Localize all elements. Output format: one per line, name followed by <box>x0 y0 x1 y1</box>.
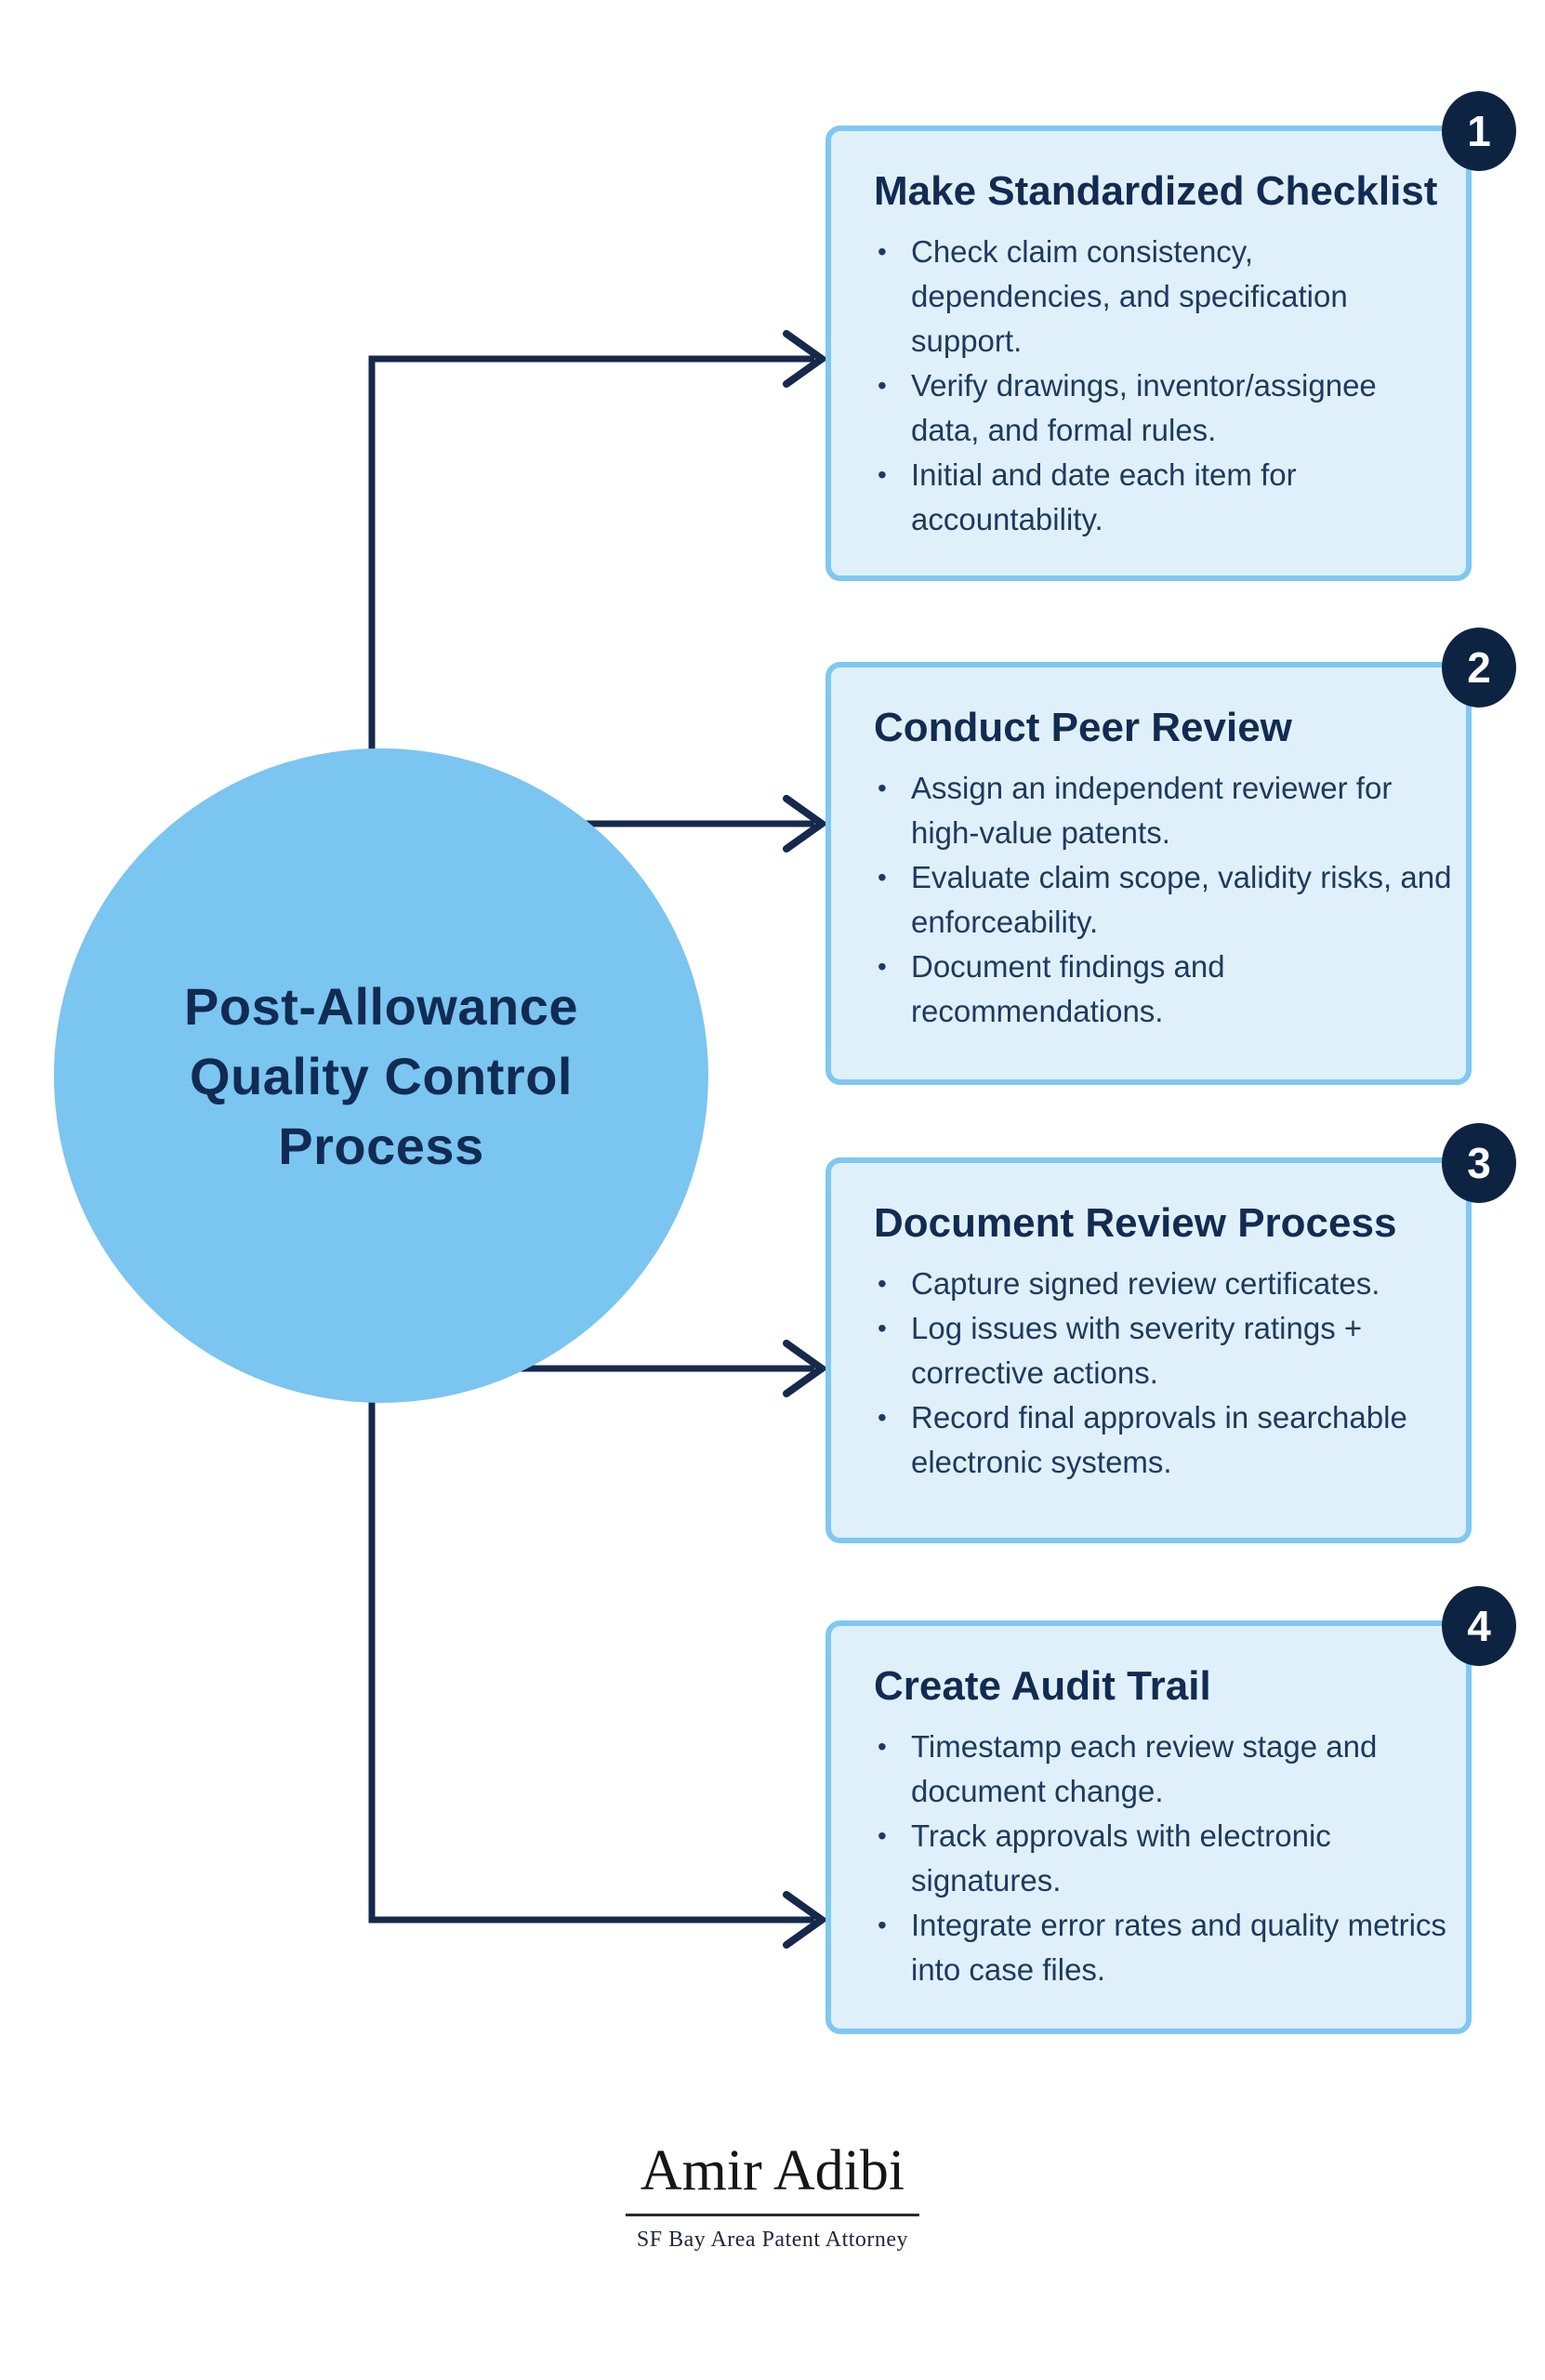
step-title-3: Document Review Process <box>874 1200 1397 1246</box>
step-card-3: 3 Document Review Process Capture signed… <box>825 1123 1516 1543</box>
step-number-badge-1: 1 <box>1442 91 1516 171</box>
step-bullets-1: Check claim consistency, dependencies, a… <box>874 230 1453 542</box>
bullet-item: Record final approvals in searchable ele… <box>878 1395 1453 1485</box>
step-card-4: 4 Create Audit Trail Timestamp each revi… <box>825 1586 1516 2034</box>
arrowhead-step3 <box>783 1340 828 1397</box>
brand-name: Amir Adibi <box>625 2138 920 2216</box>
bullet-item: Verify drawings, inventor/assignee data,… <box>878 364 1453 453</box>
bullet-item: Log issues with severity ratings + corre… <box>878 1306 1453 1395</box>
step-bullets-2: Assign an independent reviewer for high-… <box>874 766 1453 1034</box>
step-title-1: Make Standardized Checklist <box>874 168 1438 214</box>
step-number-badge-4: 4 <box>1442 1586 1516 1666</box>
brand-tagline: SF Bay Area Patent Attorney <box>636 2228 909 2252</box>
bullet-item: Capture signed review certificates. <box>878 1262 1453 1306</box>
bullet-item: Timestamp each review stage and document… <box>878 1725 1453 1814</box>
step-title-4: Create Audit Trail <box>874 1663 1211 1709</box>
bullet-item: Track approvals with electronic signatur… <box>878 1814 1453 1903</box>
bullet-item: Assign an independent reviewer for high-… <box>878 766 1453 855</box>
step-title-2: Conduct Peer Review <box>874 705 1292 750</box>
footer-brand: Amir Adibi SF Bay Area Patent Attorney <box>625 2138 920 2253</box>
step-bullets-4: Timestamp each review stage and document… <box>874 1725 1453 1992</box>
arrowhead-step2 <box>783 795 828 853</box>
step-number-badge-2: 2 <box>1442 628 1516 707</box>
step-number-badge-3: 3 <box>1442 1123 1516 1203</box>
process-circle: Post-Allowance Quality Control Process <box>54 748 708 1403</box>
bullet-item: Check claim consistency, dependencies, a… <box>878 230 1453 364</box>
process-title: Post-Allowance Quality Control Process <box>184 976 578 1175</box>
arrowhead-step1 <box>783 330 828 388</box>
step-bullets-3: Capture signed review certificates. Log … <box>874 1262 1453 1485</box>
arrowhead-step4 <box>783 1891 828 1949</box>
bullet-item: Initial and date each item for accountab… <box>878 453 1453 542</box>
bullet-item: Integrate error rates and quality metric… <box>878 1903 1453 1992</box>
step-card-2: 2 Conduct Peer Review Assign an independ… <box>825 628 1516 1085</box>
step-card-1: 1 Make Standardized Checklist Check clai… <box>825 91 1516 581</box>
bullet-item: Evaluate claim scope, validity risks, an… <box>878 855 1453 945</box>
bullet-item: Document findings and recommendations. <box>878 945 1453 1034</box>
